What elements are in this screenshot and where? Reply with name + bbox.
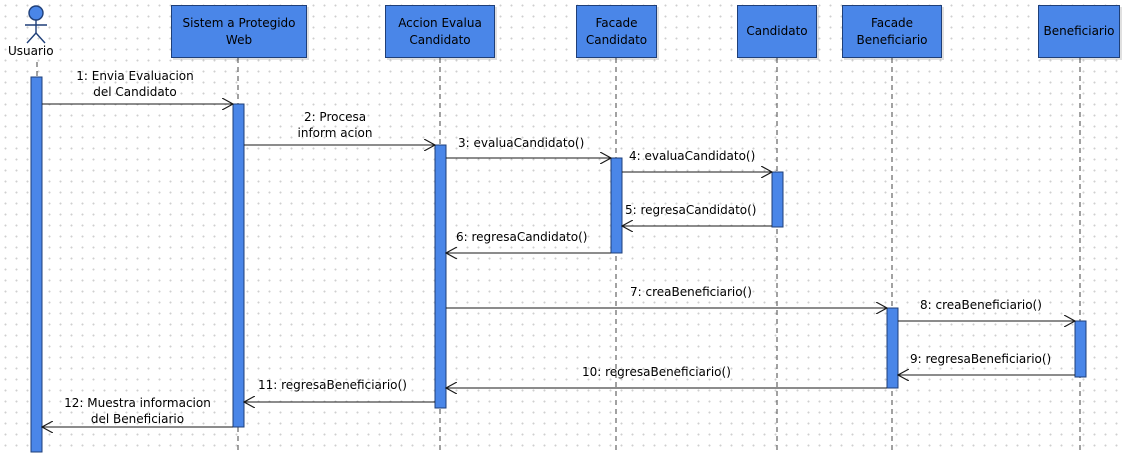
lifeline-header-candidato[interactable]: Candidato: [737, 5, 817, 58]
message-11-label: 11: regresaBeneficiario(): [258, 378, 407, 392]
lifeline-header-line: Sistem a Protegido: [182, 15, 296, 30]
lifeline-header-facade-beneficiario[interactable]: Facade Beneficiario: [842, 5, 942, 58]
message-label-line: inform acion: [297, 126, 373, 140]
lifeline-header-line: Accion Evalua: [398, 15, 482, 30]
lifeline-header-facade-candidato[interactable]: Facade Candidato: [576, 5, 657, 58]
lifeline-header-line: Web: [225, 32, 253, 47]
message-label-line: 1: Envia Evaluacion: [76, 69, 194, 83]
message-3-label: 3: evaluaCandidato(): [458, 136, 585, 150]
activation-accion: [434, 144, 447, 409]
activation-facade-candidato: [610, 157, 623, 254]
message-4-label: 4: evaluaCandidato(): [629, 149, 756, 163]
lifeline-header-line: Beneficiario: [1043, 24, 1115, 39]
message-label-line: del Candidato: [93, 85, 177, 99]
message-label-line: del Beneficiario: [90, 412, 185, 426]
stick-figure-icon: [25, 5, 47, 44]
message-7-label: 7: creaBeneficiario(): [630, 285, 752, 299]
lifeline-header-line: Candidato: [409, 32, 471, 47]
message-10-label: 10: regresaBeneficiario(): [582, 365, 731, 379]
activation-usuario: [30, 76, 43, 453]
lifeline-header-beneficiario[interactable]: Beneficiario: [1038, 5, 1120, 58]
message-8-label: 8: creaBeneficiario(): [920, 298, 1042, 312]
activation-beneficiario: [1074, 320, 1087, 378]
lifeline-header-sistema[interactable]: Sistem a Protegido Web: [171, 5, 307, 58]
message-2-label: 2: Procesa inform acion: [275, 109, 395, 141]
lifeline-header-line: Facade: [595, 15, 638, 30]
message-5-label: 5: regresaCandidato(): [625, 203, 757, 217]
lifeline-header-line: Facade: [870, 15, 914, 30]
activation-sistema: [232, 103, 245, 428]
message-label-line: 12: Muestra informacion: [64, 396, 211, 410]
activation-facade-beneficiario: [886, 307, 899, 389]
message-label-line: 2: Procesa: [303, 110, 367, 124]
actor-label-usuario: Usuario: [8, 44, 54, 58]
message-6-label: 6: regresaCandidato(): [456, 230, 588, 244]
lifeline-header-accion[interactable]: Accion Evalua Candidato: [385, 5, 495, 58]
message-9-label: 9: regresaBeneficiario(): [910, 352, 1052, 366]
lifeline-header-line: Candidato: [585, 32, 648, 47]
lifeline-header-line: Beneficiario: [856, 32, 928, 47]
activation-candidato: [771, 171, 784, 228]
message-1-label: 1: Envia Evaluacion del Candidato: [60, 68, 210, 100]
message-12-label: 12: Muestra informacion del Beneficiario: [50, 395, 225, 427]
lifeline-header-line: Candidato: [746, 24, 808, 39]
